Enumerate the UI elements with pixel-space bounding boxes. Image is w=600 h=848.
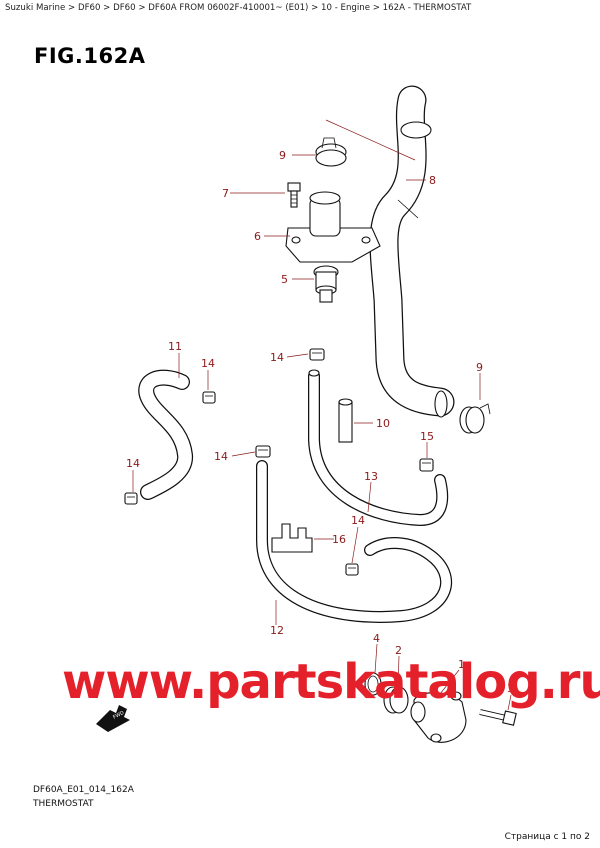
- drawing-code: DF60A_E01_014_162A: [33, 785, 134, 795]
- callout-4[interactable]: 4: [373, 632, 380, 645]
- hose-11[interactable]: [138, 369, 193, 500]
- callouts: 9 7 6 5 8 9 11 14 14 14 14 10 15 13 14 1…: [126, 149, 514, 695]
- housing-1[interactable]: [410, 691, 467, 743]
- bolt-7[interactable]: [287, 182, 301, 208]
- hose-13[interactable]: [308, 369, 449, 527]
- callout-13[interactable]: 13: [364, 470, 378, 483]
- thermostat-cover-6[interactable]: [285, 191, 381, 263]
- callout-6[interactable]: 6: [254, 230, 261, 243]
- clip-14-a[interactable]: [202, 391, 216, 404]
- thermostat-5[interactable]: [313, 265, 339, 303]
- hose-8[interactable]: [369, 85, 455, 418]
- pipe-10[interactable]: [338, 398, 353, 443]
- callout-1[interactable]: 1: [458, 658, 465, 671]
- leader-lines: [132, 119, 512, 711]
- bolt-3[interactable]: [479, 709, 517, 726]
- callout-14-e[interactable]: 14: [351, 514, 365, 527]
- callout-9-top[interactable]: 9: [279, 149, 286, 162]
- callout-14-d[interactable]: 14: [214, 450, 228, 463]
- callout-8[interactable]: 8: [429, 174, 436, 187]
- breadcrumb: Suzuki Marine > DF60 > DF60 > DF60A FROM…: [5, 3, 472, 13]
- clip-15[interactable]: [419, 458, 434, 472]
- callout-7[interactable]: 7: [222, 187, 229, 200]
- clip-14-b[interactable]: [124, 492, 138, 505]
- fwd-arrow: FWD: [96, 705, 130, 732]
- clip-14-e[interactable]: [345, 563, 359, 576]
- callout-11[interactable]: 11: [168, 340, 182, 353]
- seal-2[interactable]: [383, 686, 409, 714]
- callout-16[interactable]: 16: [332, 533, 346, 546]
- callout-2[interactable]: 2: [395, 644, 402, 657]
- callout-15[interactable]: 15: [420, 430, 434, 443]
- fwd-arrow-label: FWD: [112, 710, 125, 721]
- diagram-caption: THERMOSTAT: [33, 799, 94, 809]
- callout-3[interactable]: 3: [507, 682, 514, 695]
- callout-9-right[interactable]: 9: [476, 361, 483, 374]
- clip-14-d[interactable]: [255, 445, 271, 458]
- o-ring-4[interactable]: [364, 672, 382, 696]
- page-info: Страница с 1 по 2: [504, 832, 590, 842]
- callout-5[interactable]: 5: [281, 273, 288, 286]
- callout-12[interactable]: 12: [270, 624, 284, 637]
- watermark: www.partskatalog.ru: [62, 654, 600, 710]
- callout-10[interactable]: 10: [376, 417, 390, 430]
- callout-14-c[interactable]: 14: [270, 351, 284, 364]
- clamp-9-top[interactable]: [315, 137, 347, 167]
- callout-14-a[interactable]: 14: [201, 357, 215, 370]
- holder-16[interactable]: [271, 523, 313, 553]
- figure-title: FIG.162A: [34, 44, 146, 68]
- clamp-9-right[interactable]: [459, 403, 491, 434]
- callout-14-b[interactable]: 14: [126, 457, 140, 470]
- hose-12[interactable]: [256, 460, 453, 623]
- clip-14-c[interactable]: [309, 348, 325, 361]
